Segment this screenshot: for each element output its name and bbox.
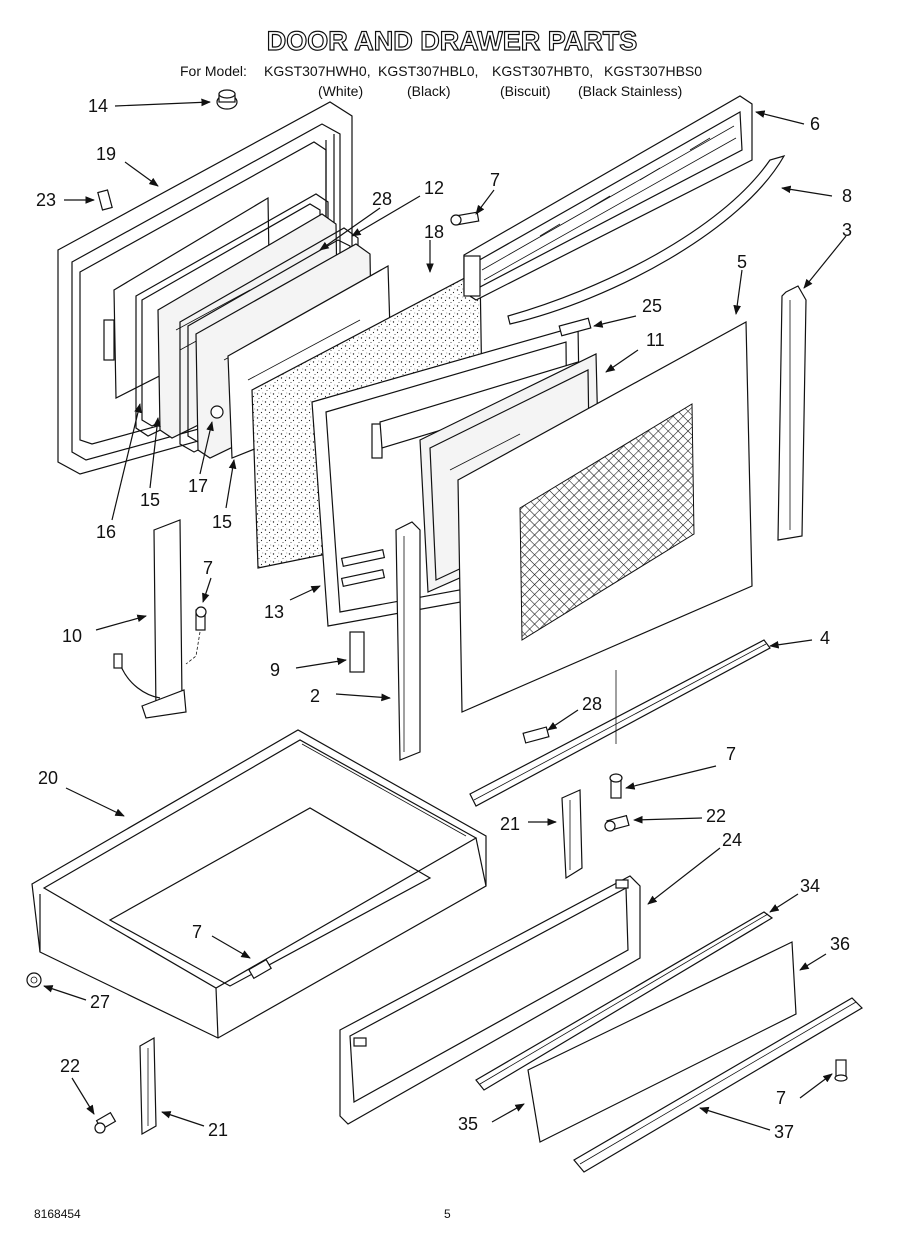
callout-18: 18	[424, 222, 444, 242]
callout-22-right: 22	[706, 806, 726, 826]
door-side-trim-2	[395, 521, 421, 761]
callout-20: 20	[38, 768, 58, 788]
leader-lines	[43, 98, 847, 1131]
callout-25: 25	[642, 296, 662, 316]
callout-13: 13	[264, 602, 284, 622]
page-number: 5	[444, 1207, 451, 1221]
callout-28: 28	[372, 189, 392, 209]
model-code-black-stainless: KGST307HBS0	[604, 63, 702, 79]
clip-28	[522, 726, 550, 744]
screw-7-top	[450, 211, 480, 226]
model-color-black-stainless: (Black Stainless)	[578, 83, 682, 99]
callout-7-left: 7	[203, 558, 213, 578]
callout-11: 11	[646, 330, 665, 350]
callout-23: 23	[36, 190, 56, 210]
drawer-front	[339, 875, 641, 1125]
drawer-panel-36	[527, 941, 797, 1143]
callout-5: 5	[737, 252, 747, 272]
door-handle	[507, 155, 786, 325]
drawer-trim-34	[475, 911, 774, 1091]
callout-16: 16	[96, 522, 116, 542]
page-title: DOOR AND DRAWER PARTS	[267, 26, 638, 56]
callout-7-drawer: 7	[192, 922, 202, 942]
screw-7-drawer	[248, 958, 272, 980]
screw-27	[26, 972, 42, 988]
callout-35: 35	[458, 1114, 478, 1134]
screw-7-left	[185, 606, 207, 665]
callout-2: 2	[310, 686, 320, 706]
door-side-trim-3	[777, 285, 807, 541]
callout-22-left: 22	[60, 1056, 80, 1076]
door-hinge-10	[113, 519, 187, 719]
model-prefix: For Model:	[180, 63, 247, 79]
model-color-black: (Black)	[407, 83, 451, 99]
callout-37: 37	[774, 1122, 794, 1142]
callout-7: 7	[490, 170, 500, 190]
panel-bracket	[103, 319, 115, 361]
door-screw-17	[210, 405, 224, 419]
callout-7-bottom-right: 7	[776, 1088, 786, 1108]
screw-7-bottom-right	[834, 1059, 848, 1082]
screw-22-left	[94, 1111, 117, 1134]
bracket-25	[558, 317, 592, 337]
door-vent-trim	[463, 95, 753, 301]
callout-17: 17	[188, 476, 208, 496]
callout-34: 34	[800, 876, 820, 896]
callout-10: 10	[62, 626, 82, 646]
model-code-black: KGST307HBL0,	[378, 63, 478, 79]
callout-24: 24	[722, 830, 742, 850]
callout-12: 12	[424, 178, 444, 198]
callout-3: 3	[842, 220, 852, 240]
drawer-trim-37	[573, 997, 863, 1173]
drawer-bracket-21-right	[561, 789, 583, 880]
model-color-white: (White)	[318, 83, 363, 99]
document-number: 8168454	[34, 1207, 81, 1221]
door-bumper	[216, 89, 238, 110]
model-code-white: KGST307HWH0,	[264, 63, 371, 79]
callout-9: 9	[270, 660, 280, 680]
drawer-bracket-21-left	[139, 1036, 157, 1136]
callout-14: 14	[88, 96, 108, 116]
callout-numbers: 14 19 23 28 12 7 6 8 18 3 5 25 11 16 15 …	[36, 96, 852, 1142]
screw-7-center	[609, 773, 623, 799]
callout-28-lower: 28	[582, 694, 602, 714]
spacer-9	[349, 631, 365, 673]
callout-21-right: 21	[500, 814, 520, 834]
callout-15-right: 15	[212, 512, 232, 532]
door-clip	[97, 189, 113, 211]
outer-door-panel	[457, 320, 753, 713]
callout-6: 6	[810, 114, 820, 134]
model-code-biscuit: KGST307HBT0,	[492, 63, 593, 79]
callout-36: 36	[830, 934, 850, 954]
callout-4: 4	[820, 628, 830, 648]
drawer-box	[31, 729, 487, 1039]
callout-27: 27	[90, 992, 110, 1012]
model-color-biscuit: (Biscuit)	[500, 83, 551, 99]
callout-19: 19	[96, 144, 116, 164]
callout-8: 8	[842, 186, 852, 206]
callout-21-left: 21	[208, 1120, 228, 1140]
callout-15-left: 15	[140, 490, 160, 510]
callout-7-center: 7	[726, 744, 736, 764]
screw-22-right	[604, 814, 630, 832]
